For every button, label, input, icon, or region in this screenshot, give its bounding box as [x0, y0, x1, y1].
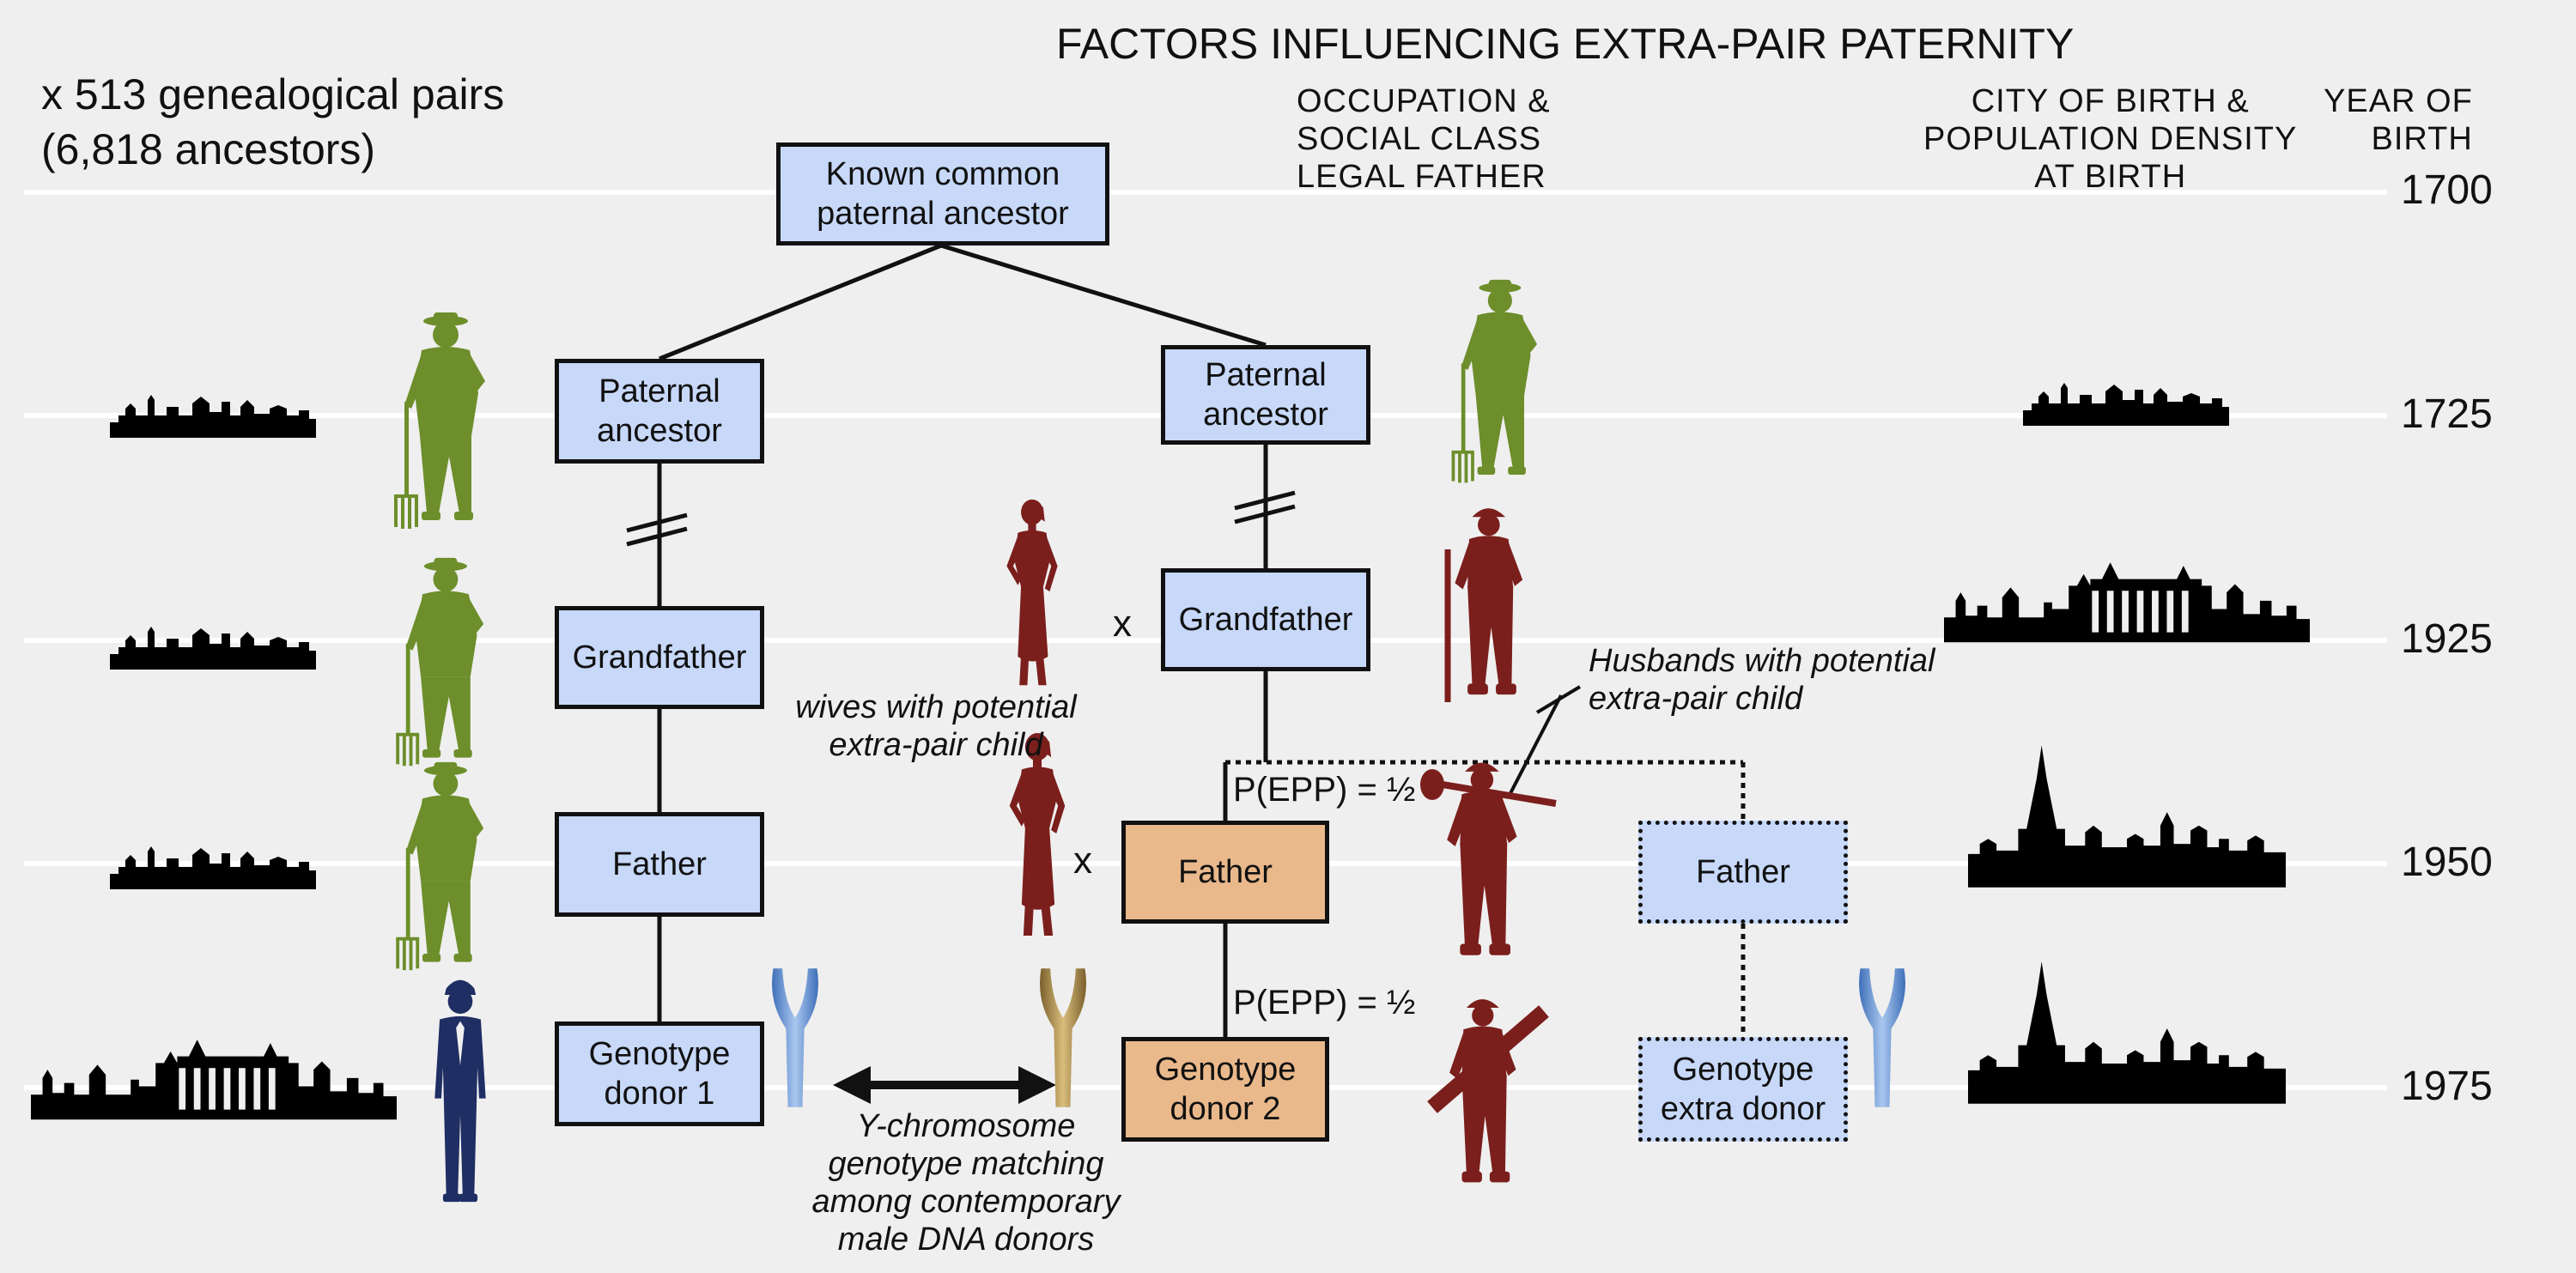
workers [1420, 508, 1557, 1183]
double-arrow [833, 1066, 1056, 1104]
pairs-line-1: x 513 genealogical pairs [41, 70, 505, 118]
extra-pair-dotted-path [1225, 760, 1746, 1037]
skylines [31, 383, 2310, 1120]
header-year: YEAR OF BIRTH [2324, 82, 2473, 158]
break-mark-left-a [626, 512, 688, 533]
box-genotype-donor-2: Genotype donor 2 [1121, 1037, 1329, 1142]
box-known-common-ancestor: Known common paternal ancestor [776, 142, 1109, 246]
pairs-count: x 513 genealogical pairs (6,818 ancestor… [41, 67, 504, 177]
year-label: 1725 [2401, 391, 2493, 437]
year-label: 1925 [2401, 616, 2493, 662]
connector-common-right [940, 243, 1267, 348]
shovel-blade [1420, 769, 1444, 800]
break-mark-right-a [1234, 490, 1296, 511]
city-skyline-icon [31, 1040, 397, 1120]
arrow-head-left [833, 1066, 871, 1104]
city-skyline-icon [2023, 383, 2229, 426]
box-grandfather-right: Grandfather [1161, 568, 1370, 671]
connector-common-left [659, 243, 942, 361]
city-skyline-icon [110, 627, 316, 670]
label-husbands: Husbands with potential extra-pair child [1589, 643, 1935, 717]
city-skyline-icon [110, 846, 316, 889]
break-mark-right-b [1234, 504, 1296, 524]
pairs-line-2: (6,818 ancestors) [41, 125, 376, 173]
label-y-chromosome-matching: Y-chromosome genotype matching among con… [811, 1108, 1121, 1258]
marriage-x-upper: x [1113, 603, 1132, 645]
box-father-middle: Father [1121, 821, 1329, 924]
farmer-icon [396, 761, 484, 971]
farmer-icon [396, 557, 484, 767]
figure-title: FACTORS INFLUENCING EXTRA-PAIR PATERNITY [1056, 20, 2075, 68]
businessman-icon [434, 979, 486, 1203]
farmer-icon [1451, 279, 1538, 483]
header-city-line: POPULATION DENSITY [1923, 121, 2298, 157]
break-mark-left-b [626, 526, 688, 547]
header-year-line: BIRTH [2371, 121, 2473, 157]
shovel-handle [1431, 779, 1557, 807]
header-city-line: AT BIRTH [2034, 159, 2187, 195]
box-paternal-ancestor-left: Paternal ancestor [555, 359, 764, 464]
box-father-left: Father [555, 812, 764, 917]
box-paternal-ancestor-right: Paternal ancestor [1161, 345, 1370, 445]
woman-icon [1006, 499, 1058, 686]
header-city-line: CITY OF BIRTH & [1971, 83, 2250, 119]
carried-pipe [1427, 1005, 1549, 1113]
tree-connectors [657, 243, 1268, 1037]
city-skyline-icon [1944, 562, 2310, 643]
header-year-line: YEAR OF [2324, 83, 2473, 119]
label-epp-upper: P(EPP) = ½ [1233, 771, 1416, 809]
header-occupation-line: OCCUPATION & [1297, 83, 1551, 119]
arrow-head-right [1018, 1066, 1056, 1104]
label-wives: wives with potential extra-pair child [795, 689, 1077, 763]
header-occupation-line: LEGAL FATHER [1297, 159, 1546, 195]
city-skyline-icon [110, 395, 316, 438]
year-label: 1950 [2401, 840, 2493, 885]
box-genotype-extra-donor: Genotype extra donor [1638, 1037, 1848, 1142]
header-occupation: OCCUPATION & SOCIAL CLASS LEGAL FATHER [1297, 82, 1551, 196]
break-marks [626, 490, 1296, 547]
marriage-x-lower: x [1073, 840, 1092, 882]
city-skyline-icon [1968, 745, 2286, 888]
box-genotype-donor-1: Genotype donor 1 [555, 1021, 764, 1126]
farmer-icon [394, 312, 485, 529]
pointer-line-upper [1535, 685, 1582, 714]
husbands-pointer [1506, 685, 1582, 799]
year-label: 1700 [2401, 167, 2493, 213]
label-epp-lower: P(EPP) = ½ [1233, 984, 1416, 1021]
header-city: CITY OF BIRTH & POPULATION DENSITY AT BI… [1923, 82, 2297, 196]
box-father-extra: Father [1638, 821, 1848, 924]
box-grandfather-left: Grandfather [555, 606, 764, 709]
year-label: 1975 [2401, 1064, 2493, 1109]
pointer-line-lower [1506, 694, 1563, 799]
city-skyline-icon [1968, 961, 2286, 1104]
header-occupation-line: SOCIAL CLASS [1297, 121, 1542, 157]
worker-icon [1455, 508, 1523, 695]
